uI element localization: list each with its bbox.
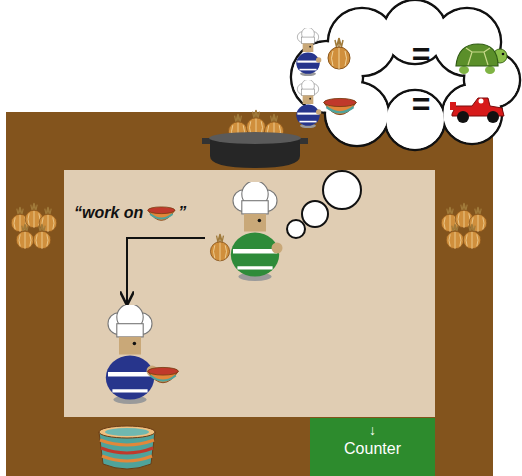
pot-rim [209,132,301,144]
blue-chef-icon [296,27,321,76]
turtle-head [493,49,507,63]
counter-box: ↓ Counter [310,418,435,476]
bowl-stripe [101,448,153,453]
thought-bubbles [287,171,361,238]
cloud-fill [443,85,500,142]
green-chef [231,181,283,281]
race-car-icon [450,98,504,123]
turtle-leg [459,66,469,74]
speech-text: ” [178,204,186,222]
onion-pile [441,203,487,249]
thought-bubble [302,201,328,227]
equals-sign: = [405,86,437,123]
onion [446,224,464,249]
blue-chef [106,304,158,404]
cloud-fill [326,83,387,144]
counter-arrow: ↓ [310,422,435,438]
soup-icon [324,98,356,114]
kitchen-floor [64,170,435,417]
turtle-leg [485,66,495,74]
onion-pile [11,203,57,249]
kitchen-wall [6,112,493,476]
bowl-stripe [100,440,154,445]
counter-label: Counter [310,440,435,458]
cloud-outline [287,2,520,147]
turtle-eye [502,53,505,56]
car-wheel [457,111,469,123]
speech-soup-icon [148,207,175,221]
bowl-top [99,426,155,438]
thought-bubble [323,171,361,209]
blue-chef-icon [296,79,321,128]
speech-text: “work on [74,204,143,222]
cooking-pot [202,110,308,168]
bowl-stripe [102,456,152,461]
onion [33,224,51,249]
driver-helmet [479,99,484,104]
bowl-stack [99,426,155,469]
equals-sign: = [405,36,437,73]
onion [16,224,34,249]
car-wheel [487,111,499,123]
instruction-arrow [127,238,205,304]
car-wing [450,102,456,110]
held-soup [148,367,179,382]
turtle-icon [456,44,507,74]
bowl-inside [105,428,149,436]
turtle-pattern [466,48,490,65]
onion-icon [328,38,350,69]
turtle-shell [456,44,498,66]
thought-bubble [287,220,305,238]
thought-cloud: == [287,2,520,147]
onion [463,224,481,249]
held-onion [210,234,229,261]
cloud-fill [329,9,394,74]
car-body [452,98,504,116]
